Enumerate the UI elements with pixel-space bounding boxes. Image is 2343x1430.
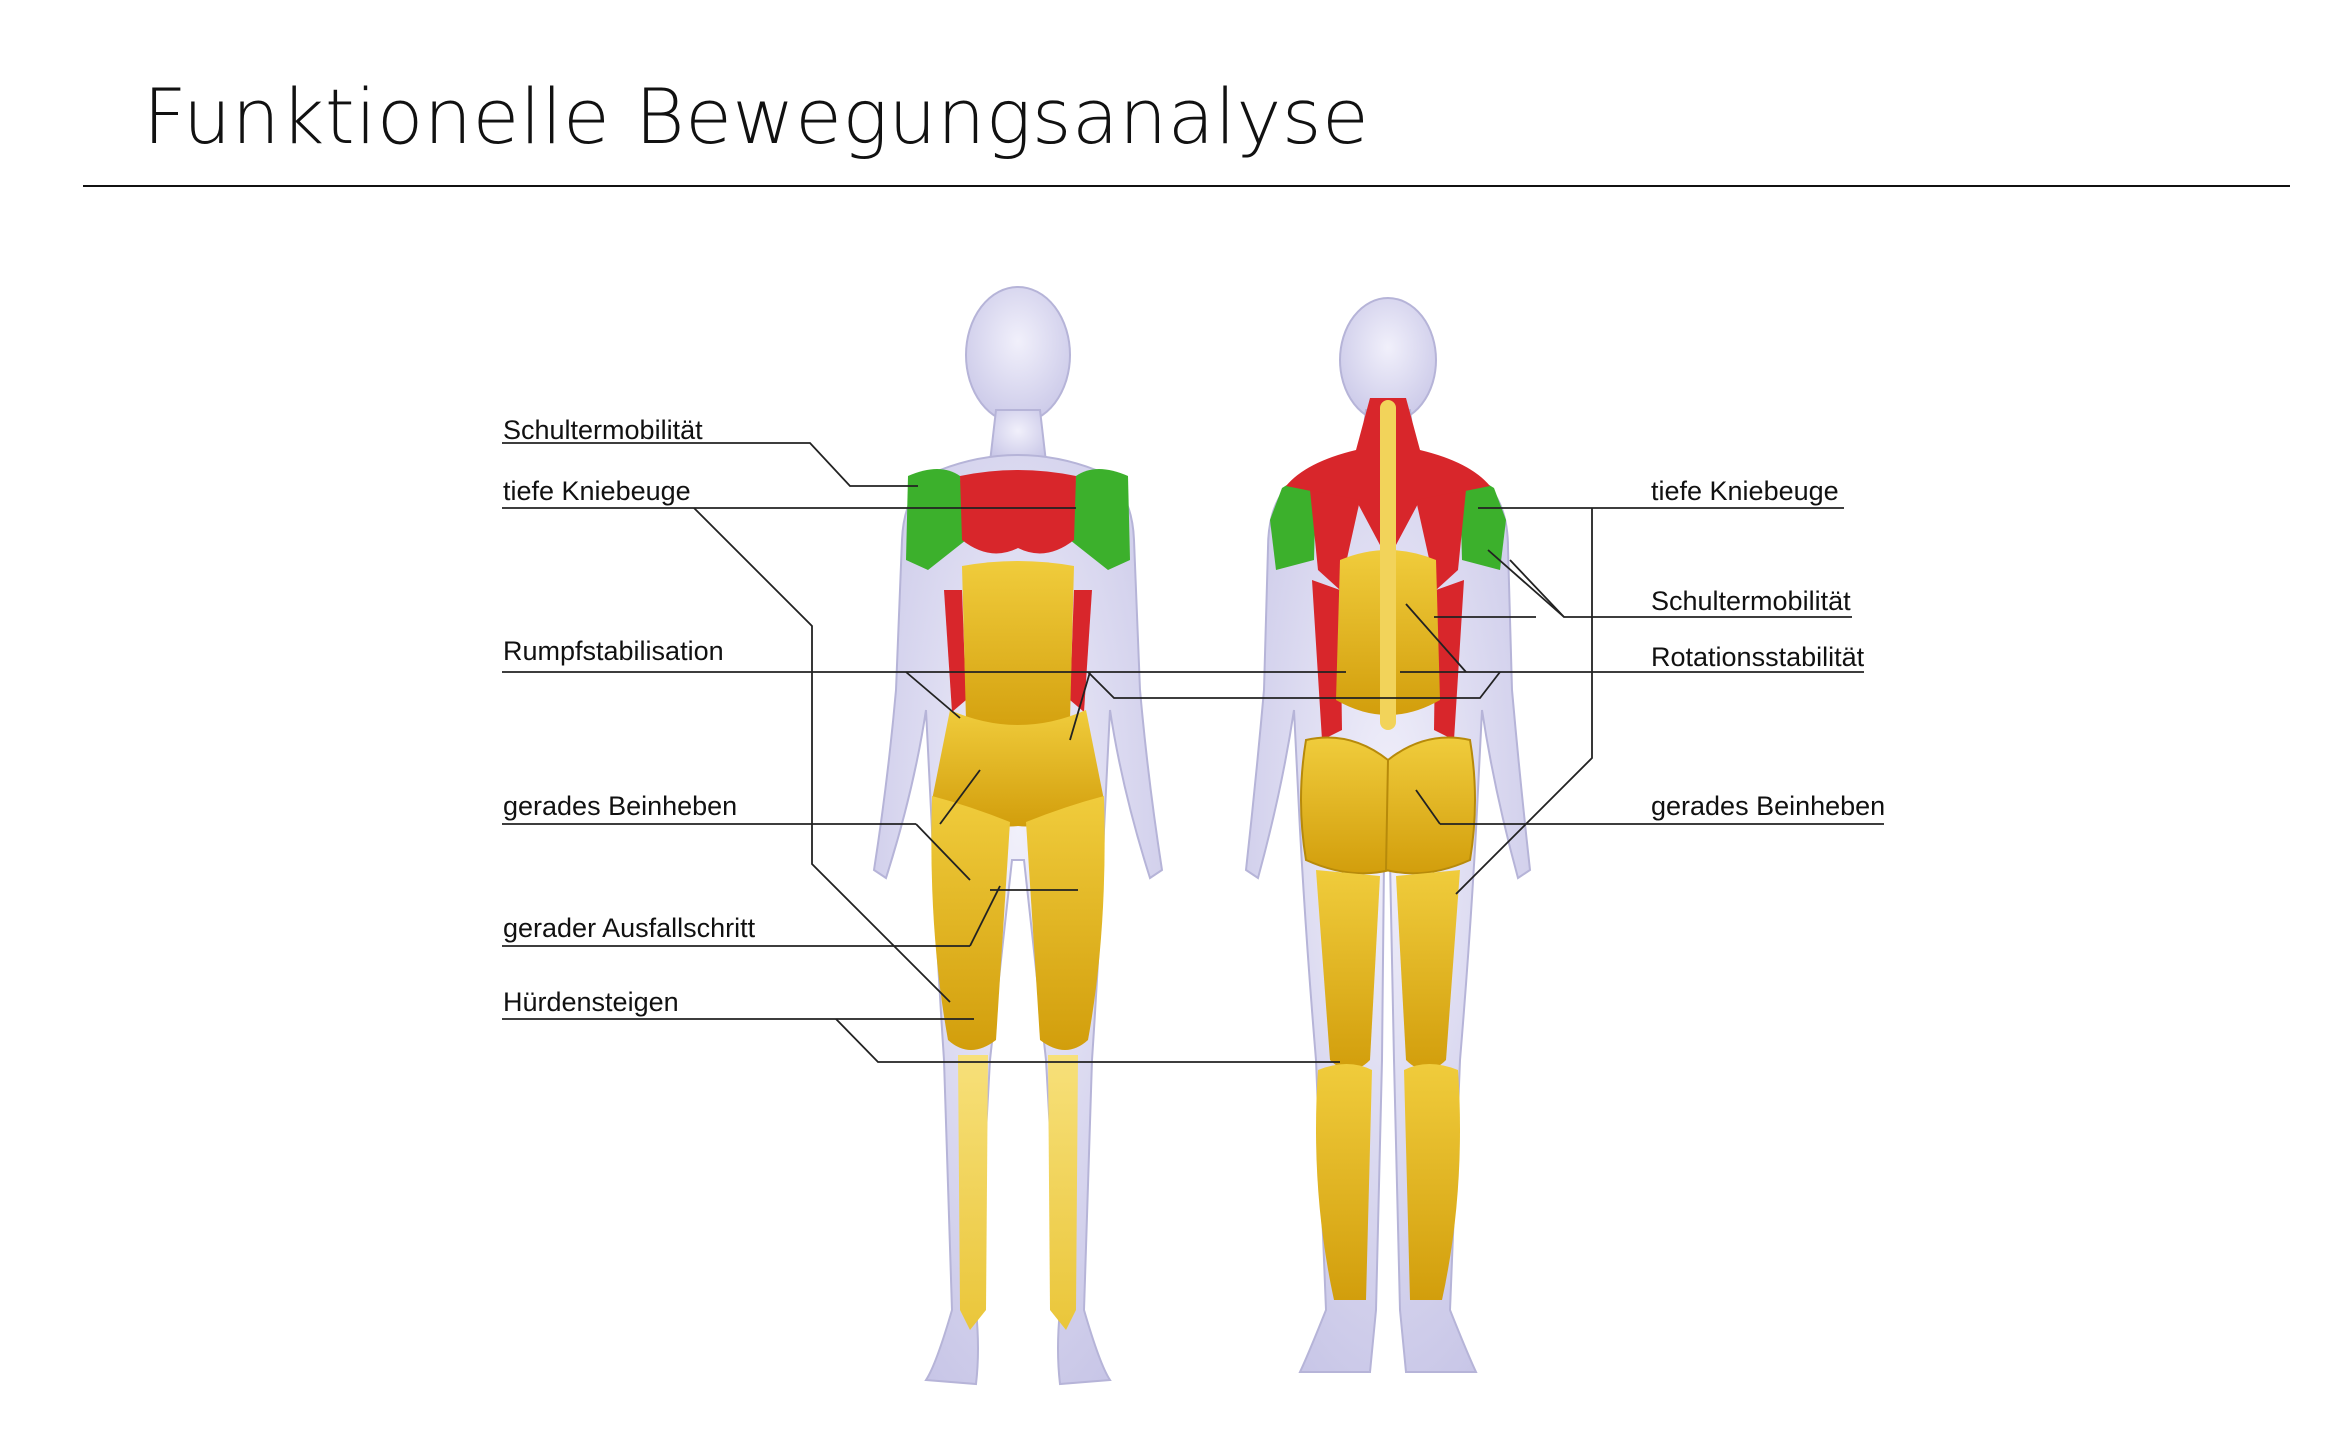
title-divider (83, 185, 2290, 187)
label-tiefe-kniebeuge-right: tiefe Kniebeuge (1651, 476, 1839, 506)
label-gerades-beinheben-left: gerades Beinheben (503, 791, 738, 821)
front-torso-yellow (932, 561, 1104, 827)
back-shoulders-green (1270, 480, 1506, 570)
label-schultermobilitaet-right: Schultermobilität (1651, 586, 1851, 616)
front-shoulders-green (906, 469, 1130, 570)
label-rotationsstabilitaet: Rotationsstabilität (1651, 642, 1865, 672)
leader-lines (502, 442, 1884, 1063)
label-tiefe-kniebeuge-left: tiefe Kniebeuge (503, 476, 691, 506)
front-chest-red (944, 470, 1092, 712)
label-gerader-ausfallschritt: gerader Ausfallschritt (503, 913, 756, 943)
label-huerdensteigen: Hürdensteigen (503, 987, 679, 1017)
back-glutes-yellow (1300, 736, 1476, 875)
back-figure (1244, 297, 1532, 1373)
back-lower-yellow (1336, 400, 1440, 730)
front-body-silhouette (872, 286, 1164, 1386)
label-schultermobilitaet-left: Schultermobilität (503, 415, 703, 445)
label-gerades-beinheben-right: gerades Beinheben (1651, 791, 1886, 821)
front-figure (872, 286, 1164, 1386)
front-shins-yellow (958, 1055, 1078, 1330)
back-legs-yellow (1316, 870, 1460, 1300)
label-rumpfstabilisation: Rumpfstabilisation (503, 636, 724, 666)
page-title: Funktionelle Bewegungsanalyse (143, 72, 1370, 161)
